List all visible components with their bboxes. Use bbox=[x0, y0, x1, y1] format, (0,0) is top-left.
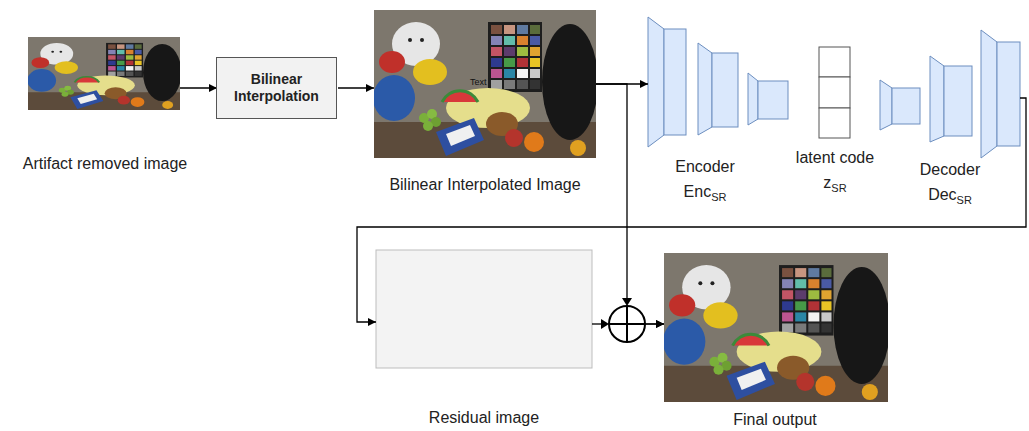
symbol-line: zSR bbox=[790, 173, 880, 194]
label-block: Final output bbox=[655, 410, 895, 429]
connector bbox=[357, 98, 1026, 322]
connector-line bbox=[645, 323, 664, 324]
shape-bounds bbox=[648, 17, 788, 147]
latent-vector bbox=[819, 47, 850, 138]
encoder-layers bbox=[648, 17, 788, 147]
caption-text: Final output bbox=[655, 410, 895, 429]
process-box: Bilinear Interpolation bbox=[216, 57, 337, 119]
symbol-name: Dec bbox=[928, 186, 956, 203]
label-block: Artifact removed image bbox=[5, 154, 205, 173]
caption-text: latent code bbox=[790, 148, 880, 167]
encoder-block: EncoderEncSR bbox=[640, 15, 790, 205]
symbol-subscript: SR bbox=[957, 194, 972, 206]
connector-line bbox=[338, 87, 374, 88]
symbol-line: DecSR bbox=[880, 185, 1020, 206]
photo bbox=[27, 37, 181, 110]
photo bbox=[663, 253, 890, 402]
connector-line bbox=[357, 98, 1026, 322]
image-panel: Bilinear Interpolated Image bbox=[360, 10, 610, 195]
label-block: EncoderEncSR bbox=[640, 157, 770, 203]
decoder-layers bbox=[880, 30, 1020, 158]
connector bbox=[180, 88, 217, 89]
label-block: Residual image bbox=[376, 408, 592, 427]
arrow-head bbox=[622, 298, 632, 306]
sum-symbol bbox=[609, 306, 645, 342]
connector bbox=[596, 84, 664, 324]
node-label: Bilinear Interpolation bbox=[225, 71, 328, 105]
symbol-subscript: SR bbox=[711, 191, 726, 203]
caption-text: Bilinear Interpolated Image bbox=[360, 175, 610, 194]
caption-text: Encoder bbox=[640, 157, 770, 176]
image-panel: Final output bbox=[655, 253, 895, 431]
shape-bounds bbox=[376, 250, 592, 368]
connector bbox=[338, 88, 374, 89]
residual-panel bbox=[376, 250, 592, 368]
arrow-head bbox=[601, 319, 609, 329]
caption-text: Residual image bbox=[376, 408, 592, 427]
symbol-subscript: SR bbox=[831, 182, 846, 194]
connector-line bbox=[592, 323, 601, 324]
image-panel: Artifact removed image bbox=[5, 37, 205, 177]
connector-line bbox=[645, 323, 664, 324]
caption-text: Decoder bbox=[880, 160, 1020, 179]
label-block: DecoderDecSR bbox=[880, 160, 1020, 206]
connector-line bbox=[596, 84, 627, 298]
symbol-name: Enc bbox=[684, 183, 712, 200]
symbol-name: z bbox=[823, 174, 831, 191]
connector bbox=[592, 324, 664, 325]
image-text: Text bbox=[470, 77, 487, 87]
latent-vector: latent code zSR bbox=[790, 47, 880, 197]
shape-bounds bbox=[880, 30, 1020, 160]
label-block: Bilinear Interpolated Image bbox=[360, 175, 610, 194]
sum-symbol bbox=[609, 306, 645, 342]
shape-bounds bbox=[664, 253, 888, 402]
connector-line bbox=[180, 87, 217, 88]
image-panel: Residual image bbox=[376, 250, 592, 430]
label-block: latent code zSR bbox=[790, 148, 880, 194]
photo bbox=[373, 10, 598, 158]
decoder-block: DecoderDecSR bbox=[880, 28, 1020, 213]
shape-bounds bbox=[819, 47, 850, 138]
shape-bounds bbox=[28, 37, 180, 110]
caption-text: Artifact removed image bbox=[5, 154, 205, 173]
symbol-line: EncSR bbox=[640, 182, 770, 203]
